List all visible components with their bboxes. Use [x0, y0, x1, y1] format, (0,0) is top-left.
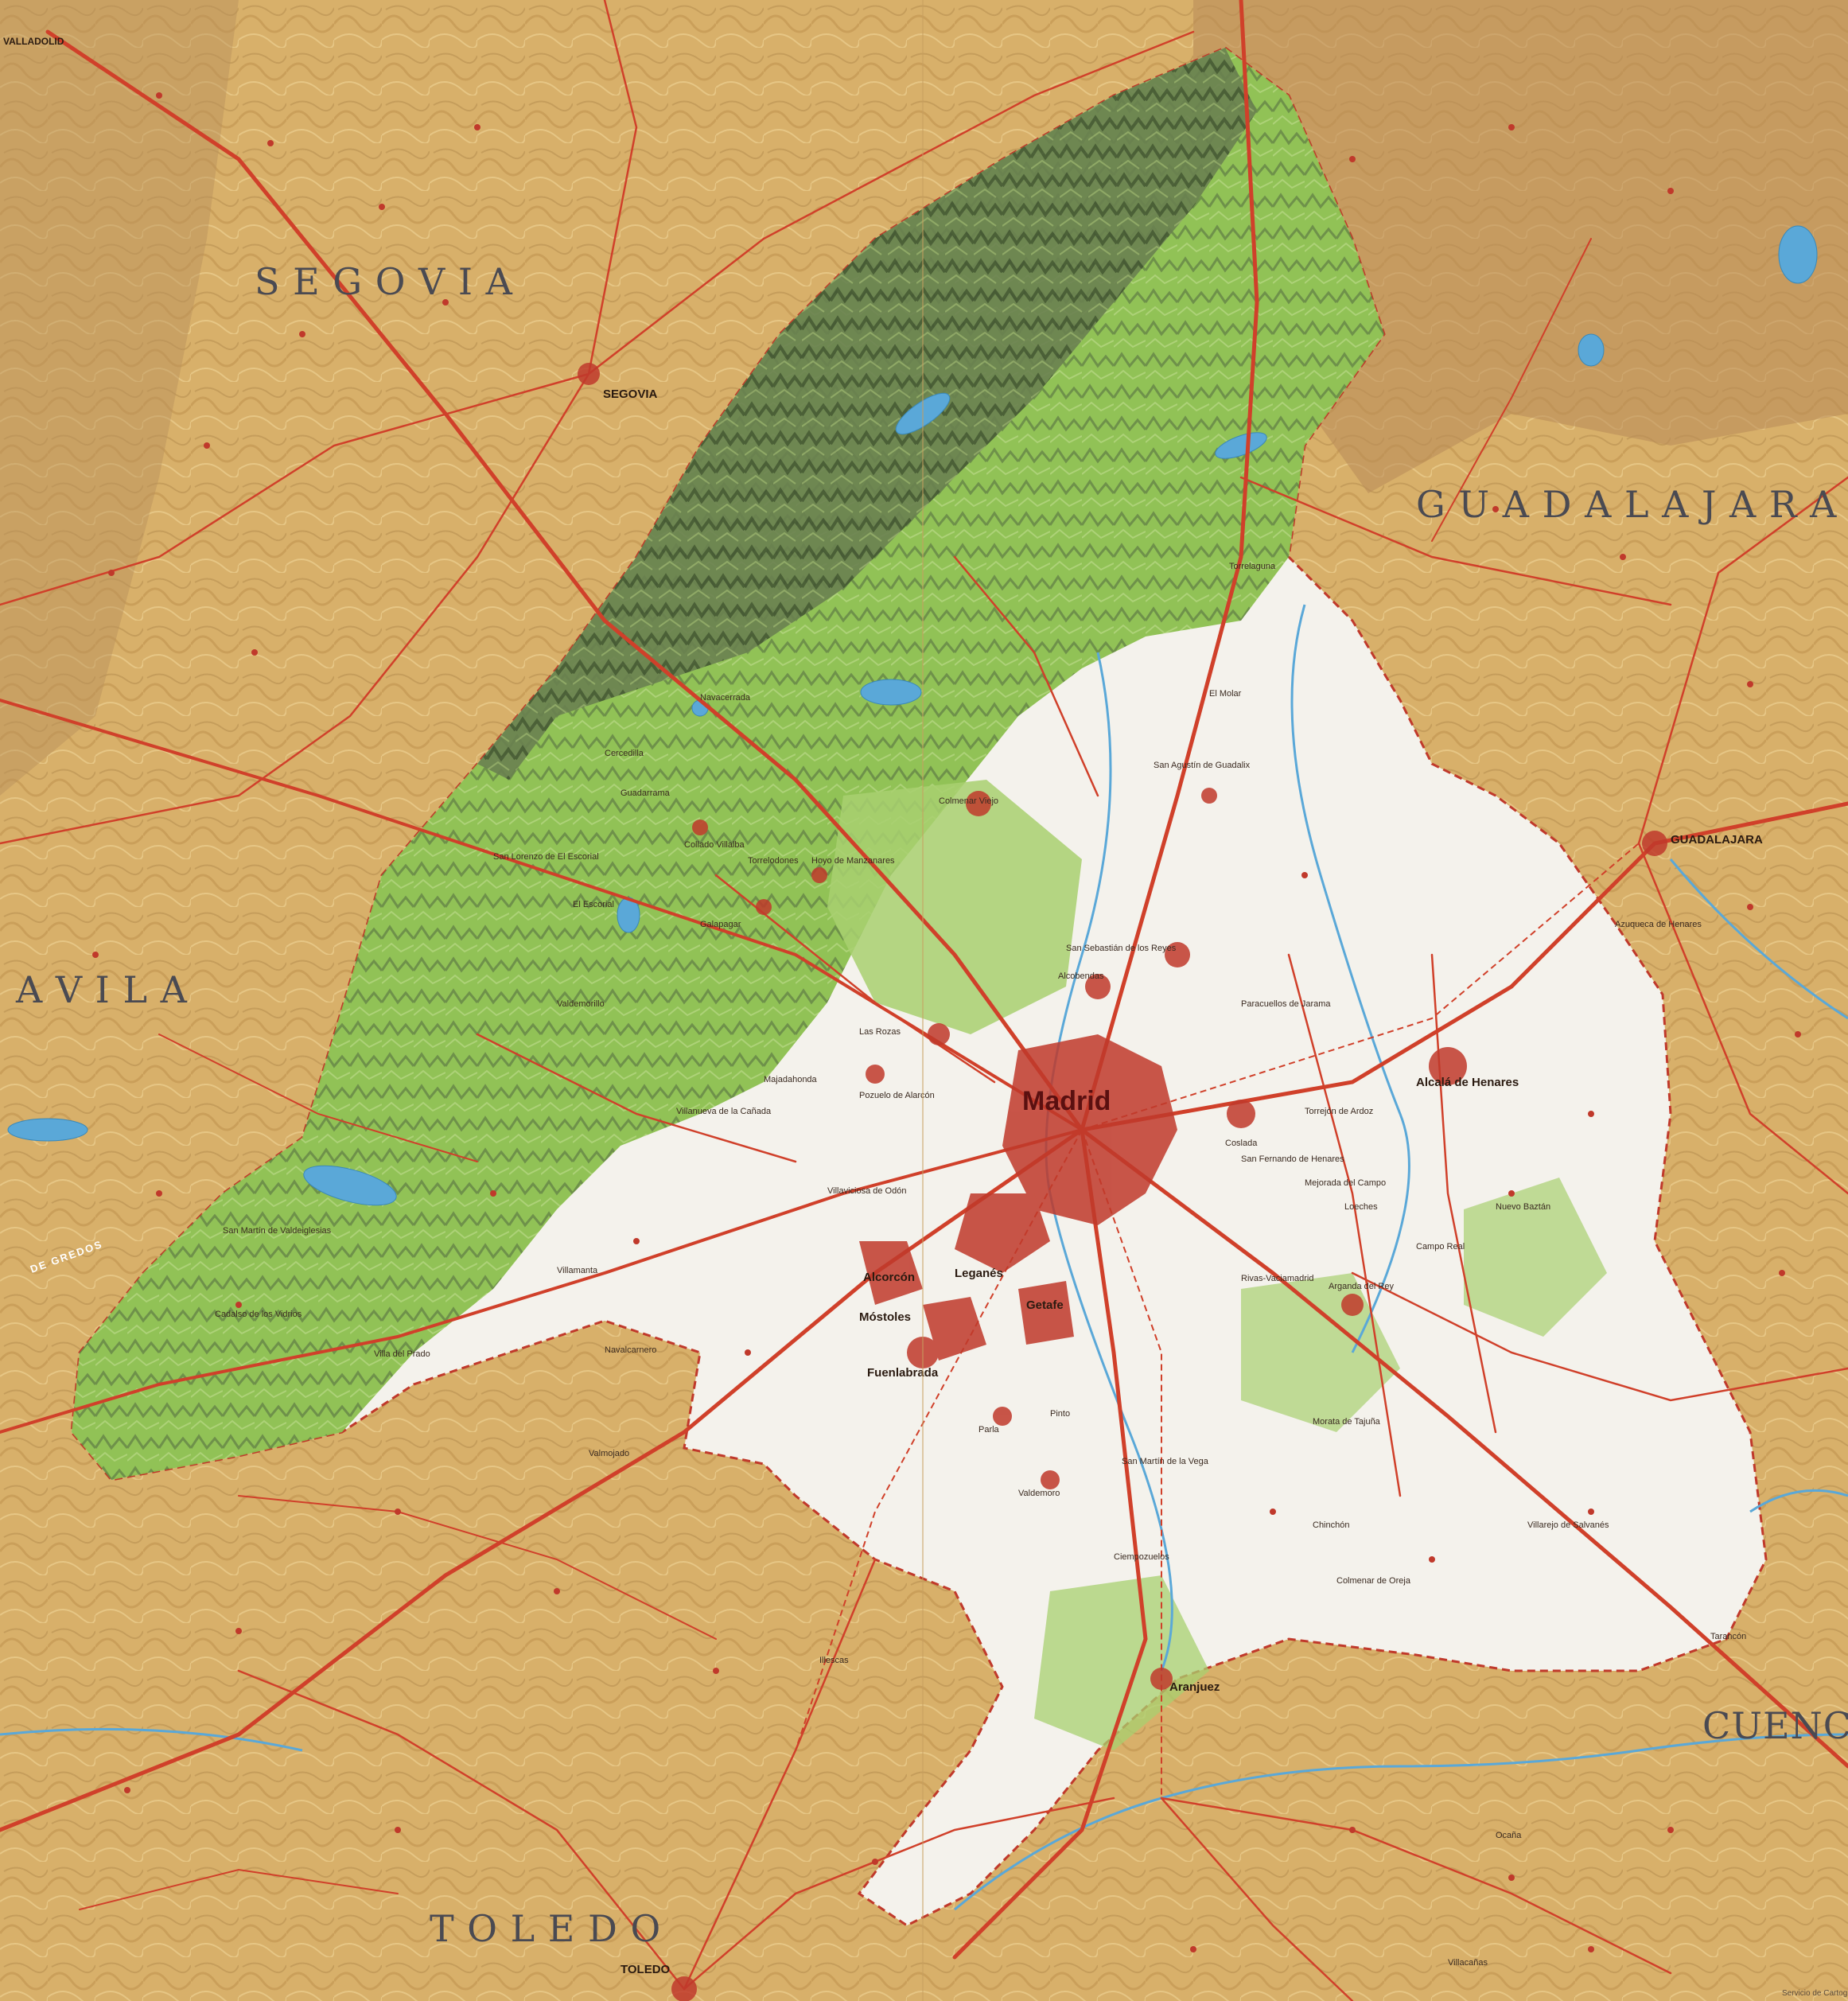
city-label-getafe[interactable]: Getafe [1026, 1298, 1064, 1312]
city-label-cercedilla[interactable]: Cercedilla [605, 749, 644, 758]
province-label-toledo: T O L E D O [430, 1907, 661, 1950]
city-label-paracuellos[interactable]: Paracuellos de Jarama [1241, 999, 1331, 1009]
city-label-colmenaroreja[interactable]: Colmenar de Oreja [1336, 1576, 1411, 1586]
province-label-avila: A V I L A [15, 968, 188, 1011]
railways [683, 843, 1640, 1990]
reservoirs [7, 225, 1818, 1206]
map-credit: Servicio de Cartografía [1782, 1989, 1848, 1998]
city-label-alcorcon[interactable]: Alcorcón [863, 1271, 915, 1284]
city-label-majadahonda[interactable]: Majadahonda [764, 1075, 818, 1084]
city-label-nuevobaztan[interactable]: Nuevo Baztán [1496, 1202, 1550, 1212]
city-label-ocana[interactable]: Ocaña [1496, 1831, 1522, 1840]
city-label-guadalajara[interactable]: GUADALAJARA [1671, 833, 1763, 847]
province-label-cuenca: CUENCA [1702, 1704, 1848, 1747]
city-label-villaviciosa[interactable]: Villaviciosa de Odón [827, 1186, 906, 1196]
city-label-fuenlabrada[interactable]: Fuenlabrada [867, 1366, 939, 1380]
city-label-illescas[interactable]: Illescas [819, 1656, 849, 1665]
city-label-tarancon[interactable]: Tarancón [1710, 1632, 1746, 1641]
city-label-alcobendas[interactable]: Alcobendas [1058, 971, 1104, 981]
city-label-coslada[interactable]: Coslada [1225, 1139, 1258, 1148]
city-label-morata[interactable]: Morata de Tajuña [1313, 1417, 1381, 1427]
city-label-elmolar[interactable]: El Molar [1209, 689, 1242, 699]
city-label-chinchon[interactable]: Chinchón [1313, 1520, 1349, 1530]
province-label-guadalajara: G U A D A L A J A R A [1416, 483, 1837, 526]
city-label-sanagustin[interactable]: San Agustín de Guadalix [1154, 761, 1251, 770]
city-label-villadelprado[interactable]: Villa del Prado [374, 1349, 430, 1359]
city-label-villamanta[interactable]: Villamanta [557, 1266, 598, 1275]
city-label-camporeal[interactable]: Campo Real [1416, 1242, 1465, 1252]
city-label-segovia[interactable]: SEGOVIA [603, 387, 658, 401]
city-label-sanmartinvaldeiglesias[interactable]: San Martín de Valdeiglesias [223, 1226, 332, 1236]
city-label-villarejo[interactable]: Villarejo de Salvanés [1527, 1520, 1609, 1530]
city-label-alcala[interactable]: Alcalá de Henares [1416, 1076, 1519, 1089]
city-label-sanfernando[interactable]: San Fernando de Henares [1241, 1154, 1344, 1164]
city-label-pinto[interactable]: Pinto [1050, 1409, 1070, 1419]
valladolid-label[interactable]: VALLADOLID [3, 36, 64, 47]
city-label-valdemorillo[interactable]: Valdemorillo [557, 999, 605, 1009]
city-label-mostoles[interactable]: Móstoles [859, 1310, 911, 1324]
south-green-1 [1241, 1273, 1400, 1432]
city-label-ciempozuelos[interactable]: Ciempozuelos [1114, 1552, 1169, 1562]
monte-el-pardo [827, 780, 1082, 1034]
jarama-green [1034, 1575, 1209, 1750]
city-label-cadalso[interactable]: Cadalso de los Vidrios [215, 1310, 302, 1319]
city-label-sanlorenzo[interactable]: San Lorenzo de El Escorial [493, 852, 599, 862]
city-label-valmojado[interactable]: Valmojado [589, 1449, 629, 1458]
city-label-valdemoro[interactable]: Valdemoro [1018, 1489, 1060, 1498]
city-label-arganda[interactable]: Arganda del Rey [1329, 1282, 1394, 1291]
city-label-pozuelo[interactable]: Pozuelo de Alarcón [859, 1091, 935, 1100]
city-label-rivas[interactable]: Rivas-Vaciamadrid [1241, 1274, 1314, 1283]
sierra-green-band [72, 48, 1384, 1480]
madrid-urban [1002, 1034, 1177, 1225]
city-label-mejorada[interactable]: Mejorada del Campo [1305, 1178, 1386, 1188]
city-label-navalcarnero[interactable]: Navalcarnero [605, 1345, 656, 1355]
city-label-collado[interactable]: Collado Villalba [684, 840, 745, 850]
urban-areas [578, 363, 1667, 2001]
city-label-villanueva[interactable]: Villanueva de la Cañada [676, 1107, 772, 1116]
w-mountains [0, 0, 239, 796]
city-label-hoyo[interactable]: Hoyo de Manzanares [811, 856, 895, 866]
city-label-toledo[interactable]: TOLEDO [621, 1963, 671, 1976]
city-label-galapagar[interactable]: Galapagar [700, 920, 741, 929]
madrid-label[interactable]: Madrid [1022, 1086, 1111, 1116]
city-label-aranjuez[interactable]: Aranjuez [1169, 1680, 1220, 1694]
city-label-leganes[interactable]: Leganés [955, 1267, 1003, 1280]
city-label-torrejon[interactable]: Torrejón de Ardoz [1305, 1107, 1373, 1116]
city-label-lasrozas[interactable]: Las Rozas [859, 1027, 901, 1037]
city-label-parla[interactable]: Parla [978, 1425, 1000, 1435]
province-label-segovia: S E G O V I A [255, 260, 513, 303]
city-label-villacanas[interactable]: Villacañas [1448, 1958, 1488, 1968]
city-label-sansebastian[interactable]: San Sebastián de los Reyes [1066, 944, 1177, 953]
city-label-elescorial[interactable]: El Escorial [573, 900, 614, 909]
city-label-guadarrama[interactable]: Guadarrama [621, 788, 671, 798]
city-label-colmenar[interactable]: Colmenar Viejo [939, 796, 998, 806]
city-label-torrelodones[interactable]: Torrelodones [748, 856, 799, 866]
city-label-loeches[interactable]: Loeches [1344, 1202, 1378, 1212]
city-label-navacerrada[interactable]: Navacerrada [700, 693, 751, 703]
city-labels: SEGOVIA GUADALAJARA TOLEDO Alcalá de Hen… [215, 387, 1763, 1976]
guadarrama-ridge [477, 48, 1257, 780]
city-label-sanmartin[interactable]: San Martín de la Vega [1122, 1457, 1209, 1466]
city-label-torrelaguna[interactable]: Torrelaguna [1229, 562, 1276, 571]
south-green-2 [1464, 1178, 1607, 1337]
city-label-azuqueca[interactable]: Azuqueca de Henares [1615, 920, 1702, 929]
town-dots [92, 92, 1801, 1952]
